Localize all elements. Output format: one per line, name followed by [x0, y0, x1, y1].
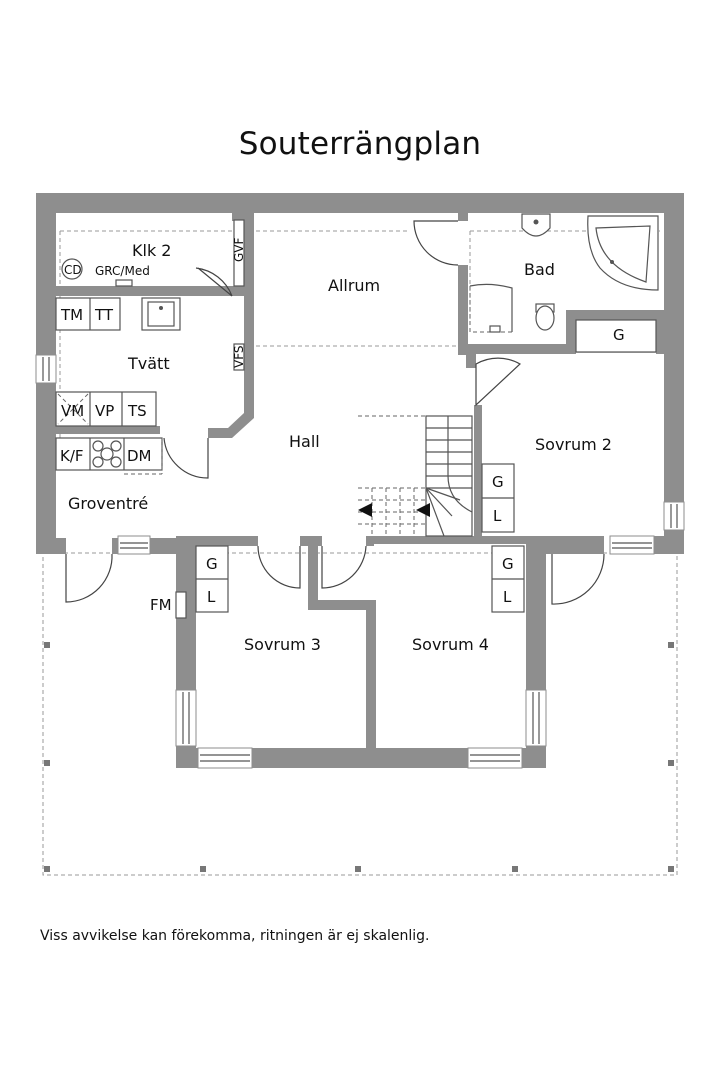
terrace-posts — [44, 642, 674, 872]
stairs — [358, 415, 473, 537]
label-g-hall: G — [492, 473, 504, 491]
appliance-boxes — [55, 219, 657, 619]
label-cd: CD — [64, 263, 82, 277]
label-l-sovrum3: L — [207, 588, 216, 606]
label-l-hall: L — [493, 507, 502, 525]
cd-unit — [61, 258, 83, 280]
shower — [469, 283, 513, 332]
room-sovrum2: Sovrum 2 — [535, 435, 612, 454]
room-klk2: Klk 2 — [132, 241, 171, 260]
room-sovrum3: Sovrum 3 — [244, 635, 321, 654]
window-tvatt — [35, 354, 57, 384]
label-tm: TM — [60, 306, 83, 324]
bathroom-fixtures — [469, 213, 659, 333]
window-sovrum4-bottom — [467, 747, 523, 769]
label-ts: TS — [127, 402, 147, 420]
room-hall: Hall — [289, 432, 320, 451]
window-groventre — [117, 535, 151, 555]
label-vfs: VFS — [232, 345, 246, 368]
terrace-outline — [42, 552, 678, 876]
toilet-bowl — [535, 305, 555, 331]
label-g-sovrum3: G — [206, 555, 218, 573]
inner-guidelines — [59, 230, 660, 471]
window-sovrum3-side — [175, 689, 197, 747]
room-sovrum4: Sovrum 4 — [412, 635, 489, 654]
label-vp: VP — [95, 402, 114, 420]
label-grc-med: GRC/Med — [95, 264, 150, 278]
window-sovrum2-bottom — [609, 535, 655, 555]
room-groventre: Groventré — [68, 494, 148, 513]
label-kf: K/F — [60, 447, 84, 465]
room-allrum: Allrum — [328, 276, 380, 295]
label-l-sovrum4: L — [503, 588, 512, 606]
label-vm: VM — [61, 402, 84, 420]
window-sovrum2-side — [663, 501, 685, 531]
label-fm: FM — [150, 596, 172, 614]
label-g-sovrum4: G — [502, 555, 514, 573]
sink — [521, 213, 551, 237]
plan-title: Souterrängplan — [238, 126, 482, 162]
label-g-closet: G — [613, 326, 625, 344]
room-tvatt: Tvätt — [127, 354, 170, 373]
label-gvf: GVF — [232, 237, 246, 262]
walls — [36, 193, 684, 768]
windows — [35, 354, 685, 769]
disclaimer-text: Viss avvikelse kan förekomma, ritningen … — [40, 928, 430, 944]
window-sovrum4-side — [525, 689, 547, 747]
label-dm: DM — [127, 447, 152, 465]
label-tt: TT — [94, 306, 114, 324]
window-sovrum3-bottom — [197, 747, 253, 769]
room-bad: Bad — [524, 260, 555, 279]
